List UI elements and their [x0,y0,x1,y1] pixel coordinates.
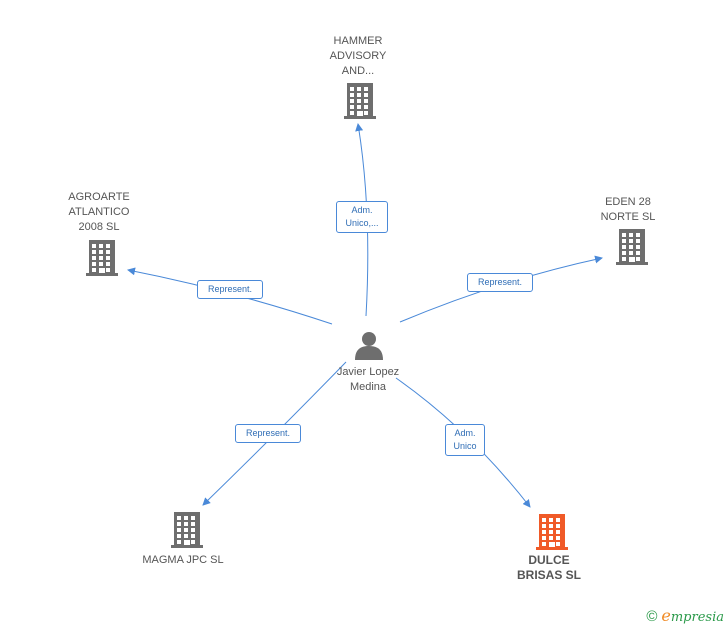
copyright-symbol: © [646,608,658,625]
building-icon[interactable] [616,229,648,270]
edge-label-eden: Represent. [467,273,533,292]
company-label-eden[interactable]: EDEN 28 NORTE SL [600,196,656,223]
building-icon[interactable] [171,512,203,553]
building-icon[interactable] [536,514,568,555]
company-label-agroarte[interactable]: AGROARTE ATLANTICO 2008 SL [68,191,130,233]
building-icon[interactable] [344,83,376,124]
building-icon[interactable] [86,240,118,281]
center-person-label[interactable]: Javier Lopez Medina [336,366,400,393]
empresia-logo: ©empresia [646,606,724,625]
company-label-dulce[interactable]: DULCE BRISAS SL [516,553,581,582]
brand-initial: e [661,606,671,625]
edge-label-magma: Represent. [235,424,301,443]
brand-name: mpresia [670,610,724,625]
edge-label-agroarte: Represent. [197,280,263,299]
company-label-magma[interactable]: MAGMA JPC SL [142,554,224,566]
edge-label-dulce: Adm. Unico [445,424,485,456]
edge-label-hammer: Adm. Unico,... [336,201,388,233]
company-label-hammer[interactable]: HAMMER ADVISORY AND... [329,35,387,77]
person-icon[interactable] [353,330,385,365]
